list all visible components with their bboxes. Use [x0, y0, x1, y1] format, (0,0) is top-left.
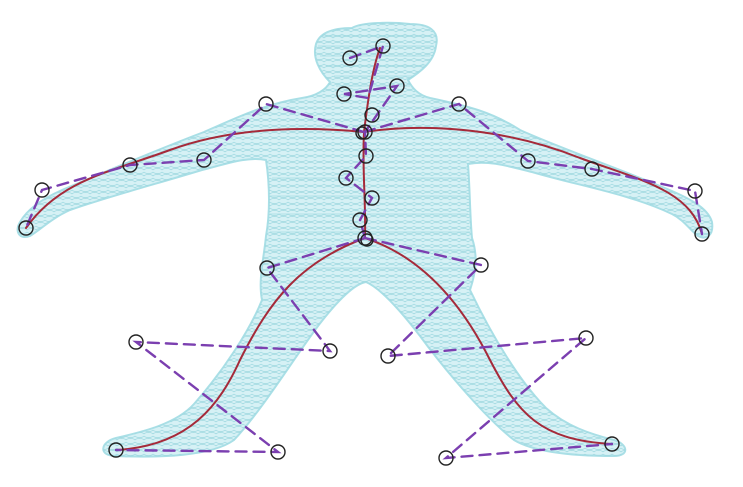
control-point	[694, 226, 710, 242]
control-point	[578, 330, 594, 346]
control-point	[270, 444, 286, 460]
control-points	[18, 38, 710, 466]
control-point	[338, 170, 354, 186]
control-point	[357, 124, 373, 140]
control-point	[196, 152, 212, 168]
body-mesh	[16, 21, 714, 458]
control-point	[380, 348, 396, 364]
control-point	[358, 148, 374, 164]
control-point	[451, 96, 467, 112]
control-point	[389, 78, 405, 94]
control-point	[375, 38, 391, 54]
control-point	[438, 450, 454, 466]
left-arm-control-line	[24, 102, 366, 230]
control-point	[364, 107, 380, 123]
right-leg-control-line	[363, 236, 614, 460]
control-point	[364, 190, 380, 206]
control-point	[360, 233, 374, 247]
right-leg-curve	[364, 237, 613, 445]
control-point	[473, 257, 489, 273]
control-point	[128, 334, 144, 350]
control-point	[584, 161, 600, 177]
control-point	[108, 442, 124, 458]
control-point	[259, 260, 275, 276]
control-point	[352, 212, 368, 228]
control-point	[258, 96, 274, 112]
control-point	[18, 220, 34, 236]
control-point	[355, 126, 369, 140]
right-arm-curve	[363, 126, 703, 235]
control-point	[520, 153, 536, 169]
left-arm-curve	[25, 128, 365, 229]
control-point	[604, 436, 620, 452]
control-point	[122, 157, 138, 173]
control-point	[34, 182, 50, 198]
control-point	[687, 183, 703, 199]
control-point	[336, 86, 352, 102]
control-point	[322, 343, 338, 359]
control-point	[342, 50, 358, 66]
left-leg-curve	[115, 237, 366, 451]
